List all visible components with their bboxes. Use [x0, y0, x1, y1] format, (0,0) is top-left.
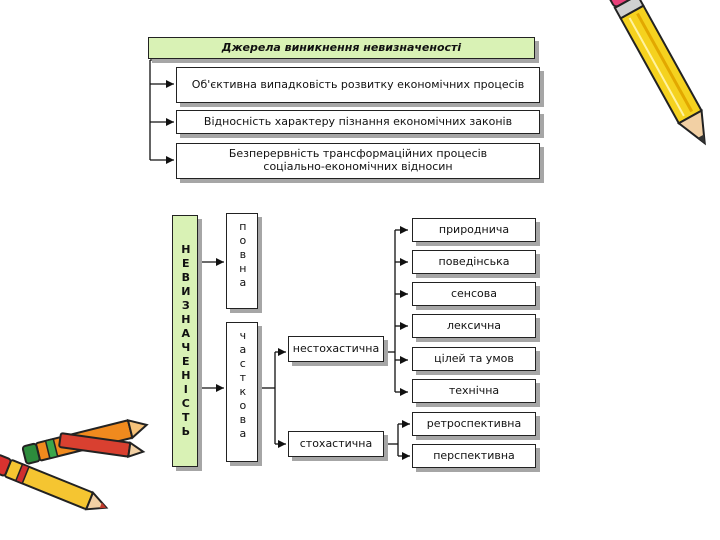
- type-box-1: природнича: [412, 218, 536, 242]
- type-text-8: перспективна: [433, 448, 515, 462]
- full-box: повна: [226, 213, 258, 309]
- type-text-7: ретроспективна: [426, 416, 522, 430]
- nonstochastic-box: нестохастична: [288, 336, 384, 362]
- type-box-4: лексична: [412, 314, 536, 338]
- type-text-6: технічна: [448, 383, 500, 397]
- stochastic-text: стохастична: [299, 436, 373, 450]
- type-box-3: сенсова: [412, 282, 536, 306]
- uncertainty-vertical-box: НЕВИЗНАЧЕНІСТЬ: [172, 215, 198, 467]
- type-text-4: лексична: [446, 318, 502, 332]
- source-text-3: Безперервність трансформаційних процесів…: [228, 147, 488, 173]
- type-box-5: цілей та умов: [412, 347, 536, 371]
- partial-text: часткова: [236, 329, 250, 441]
- type-text-3: сенсова: [450, 286, 497, 300]
- full-text: повна: [236, 220, 250, 290]
- nonstochastic-text: нестохастична: [292, 341, 380, 355]
- source-text-2: Відносність характеру пізнання економічн…: [203, 114, 513, 128]
- type-box-8: перспективна: [412, 444, 536, 468]
- partial-box: часткова: [226, 322, 258, 462]
- type-box-7: ретроспективна: [412, 412, 536, 436]
- type-text-1: природнича: [438, 222, 510, 236]
- title-box: Джерела виникнення невизначеності: [148, 37, 535, 59]
- source-box-1: Об'єктивна випадковість розвитку економі…: [176, 67, 540, 103]
- source-text-1: Об'єктивна випадковість розвитку економі…: [191, 77, 525, 91]
- type-box-6: технічна: [412, 379, 536, 403]
- source-box-3: Безперервність трансформаційних процесів…: [176, 143, 540, 179]
- type-box-2: поведінська: [412, 250, 536, 274]
- type-text-2: поведінська: [438, 254, 510, 268]
- type-text-5: цілей та умов: [434, 351, 514, 365]
- title-text: Джерела виникнення невизначеності: [221, 40, 462, 54]
- uncertainty-vertical-text: НЕВИЗНАЧЕНІСТЬ: [179, 243, 193, 439]
- source-box-2: Відносність характеру пізнання економічн…: [176, 110, 540, 134]
- stochastic-box: стохастична: [288, 431, 384, 457]
